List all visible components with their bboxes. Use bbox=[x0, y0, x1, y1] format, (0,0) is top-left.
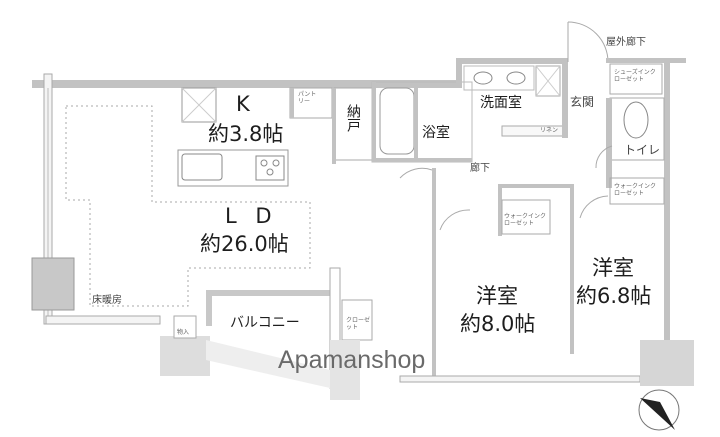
floor-heating-label: 床暖房 bbox=[92, 295, 122, 306]
entrance-label: 玄関 bbox=[570, 95, 595, 109]
linen-label: リネン bbox=[540, 127, 559, 134]
western-room-1-name: 洋室 bbox=[476, 284, 518, 308]
ld-name: L D bbox=[225, 204, 278, 228]
walk-in-closet-2-label: ウォークインクローゼット bbox=[614, 183, 657, 197]
closet-label: クローゼット bbox=[346, 317, 371, 331]
pantry-label: パントリー bbox=[298, 91, 317, 105]
western-room-2-name: 洋室 bbox=[592, 256, 634, 280]
toilet-label: トイレ bbox=[624, 143, 661, 157]
watermark: Apamanshop bbox=[278, 346, 426, 374]
bathroom-label: 浴室 bbox=[422, 125, 450, 141]
walk-in-closet-1-label: ウォークインクローゼット bbox=[504, 213, 547, 227]
storage-outdoor-label: 物入 bbox=[177, 329, 190, 336]
western-room-1-area: 約8.0帖 bbox=[460, 312, 536, 336]
kitchen-area: 約3.8帖 bbox=[208, 122, 284, 146]
hallway-label: 廊下 bbox=[470, 163, 490, 174]
western-room-2-area: 約6.8帖 bbox=[576, 284, 652, 308]
storage-label: 納戸 bbox=[345, 104, 361, 132]
balcony-label: バルコニー bbox=[230, 315, 300, 331]
outdoor-corridor-label: 屋外廊下 bbox=[606, 37, 646, 48]
ld-area: 約26.0帖 bbox=[200, 232, 289, 256]
washroom-label: 洗面室 bbox=[480, 95, 522, 111]
shoes-closet-label: シューズインクローゼット bbox=[614, 69, 656, 83]
kitchen-name: K bbox=[236, 92, 250, 116]
compass-icon bbox=[638, 389, 680, 431]
